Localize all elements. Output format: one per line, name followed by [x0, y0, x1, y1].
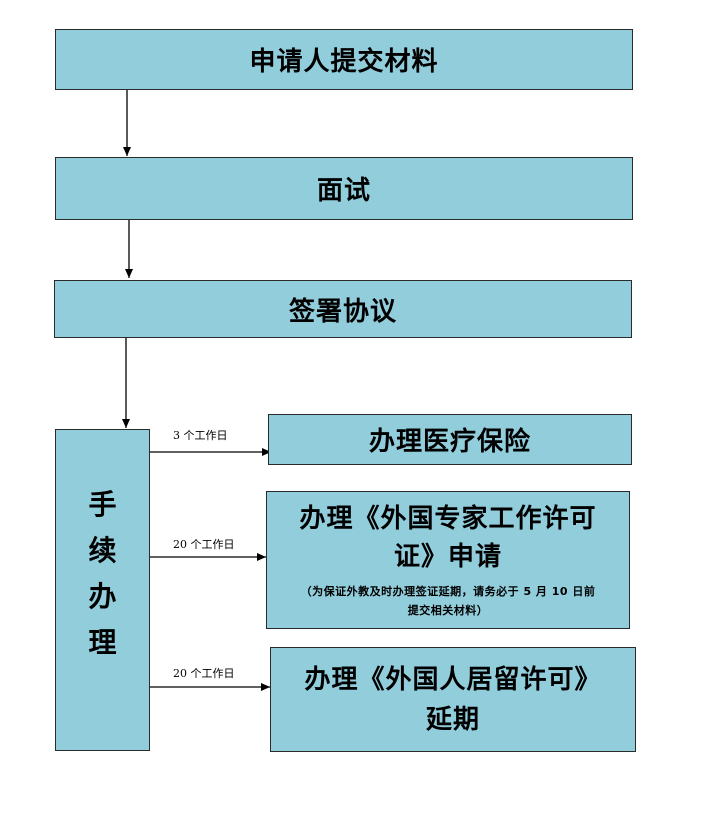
residence-label-2: 延期	[425, 704, 480, 735]
procedures-char: 办	[88, 580, 117, 613]
step-procedures: 手 续 办 理	[55, 429, 150, 751]
procedures-char: 续	[88, 534, 117, 567]
branch-medical-insurance: 办理医疗保险	[268, 414, 632, 465]
procedures-char: 手	[88, 488, 117, 521]
step-submit-materials: 申请人提交材料	[55, 29, 633, 90]
work-permit-label-1: 办理《外国专家工作许可	[299, 504, 597, 534]
step-submit-label: 申请人提交材料	[249, 47, 439, 77]
residence-label-1: 办理《外国人居留许可》	[304, 664, 602, 695]
branch-work-permit: 办理《外国专家工作许可 证》申请 （为保证外教及时办理签证延期，请务必于 5 月…	[266, 491, 630, 629]
work-permit-note-1: （为保证外教及时办理签证延期，请务必于 5 月 10 日前	[300, 585, 596, 598]
step-interview-label: 面试	[316, 176, 371, 206]
duration-work-permit: 20 个工作日	[173, 538, 235, 551]
work-permit-note-2: 提交相关材料）	[407, 604, 489, 617]
duration-medical: 3 个工作日	[173, 429, 228, 442]
medical-label: 办理医疗保险	[368, 427, 531, 457]
branch-residence-permit: 办理《外国人居留许可》 延期	[270, 647, 636, 752]
step-interview: 面试	[55, 157, 633, 220]
step-sign-agreement: 签署协议	[54, 280, 632, 338]
work-permit-label-2: 证》申请	[393, 542, 502, 572]
step-sign-label: 签署协议	[288, 296, 397, 327]
procedures-char: 理	[88, 626, 117, 659]
duration-residence: 20 个工作日	[173, 667, 235, 680]
